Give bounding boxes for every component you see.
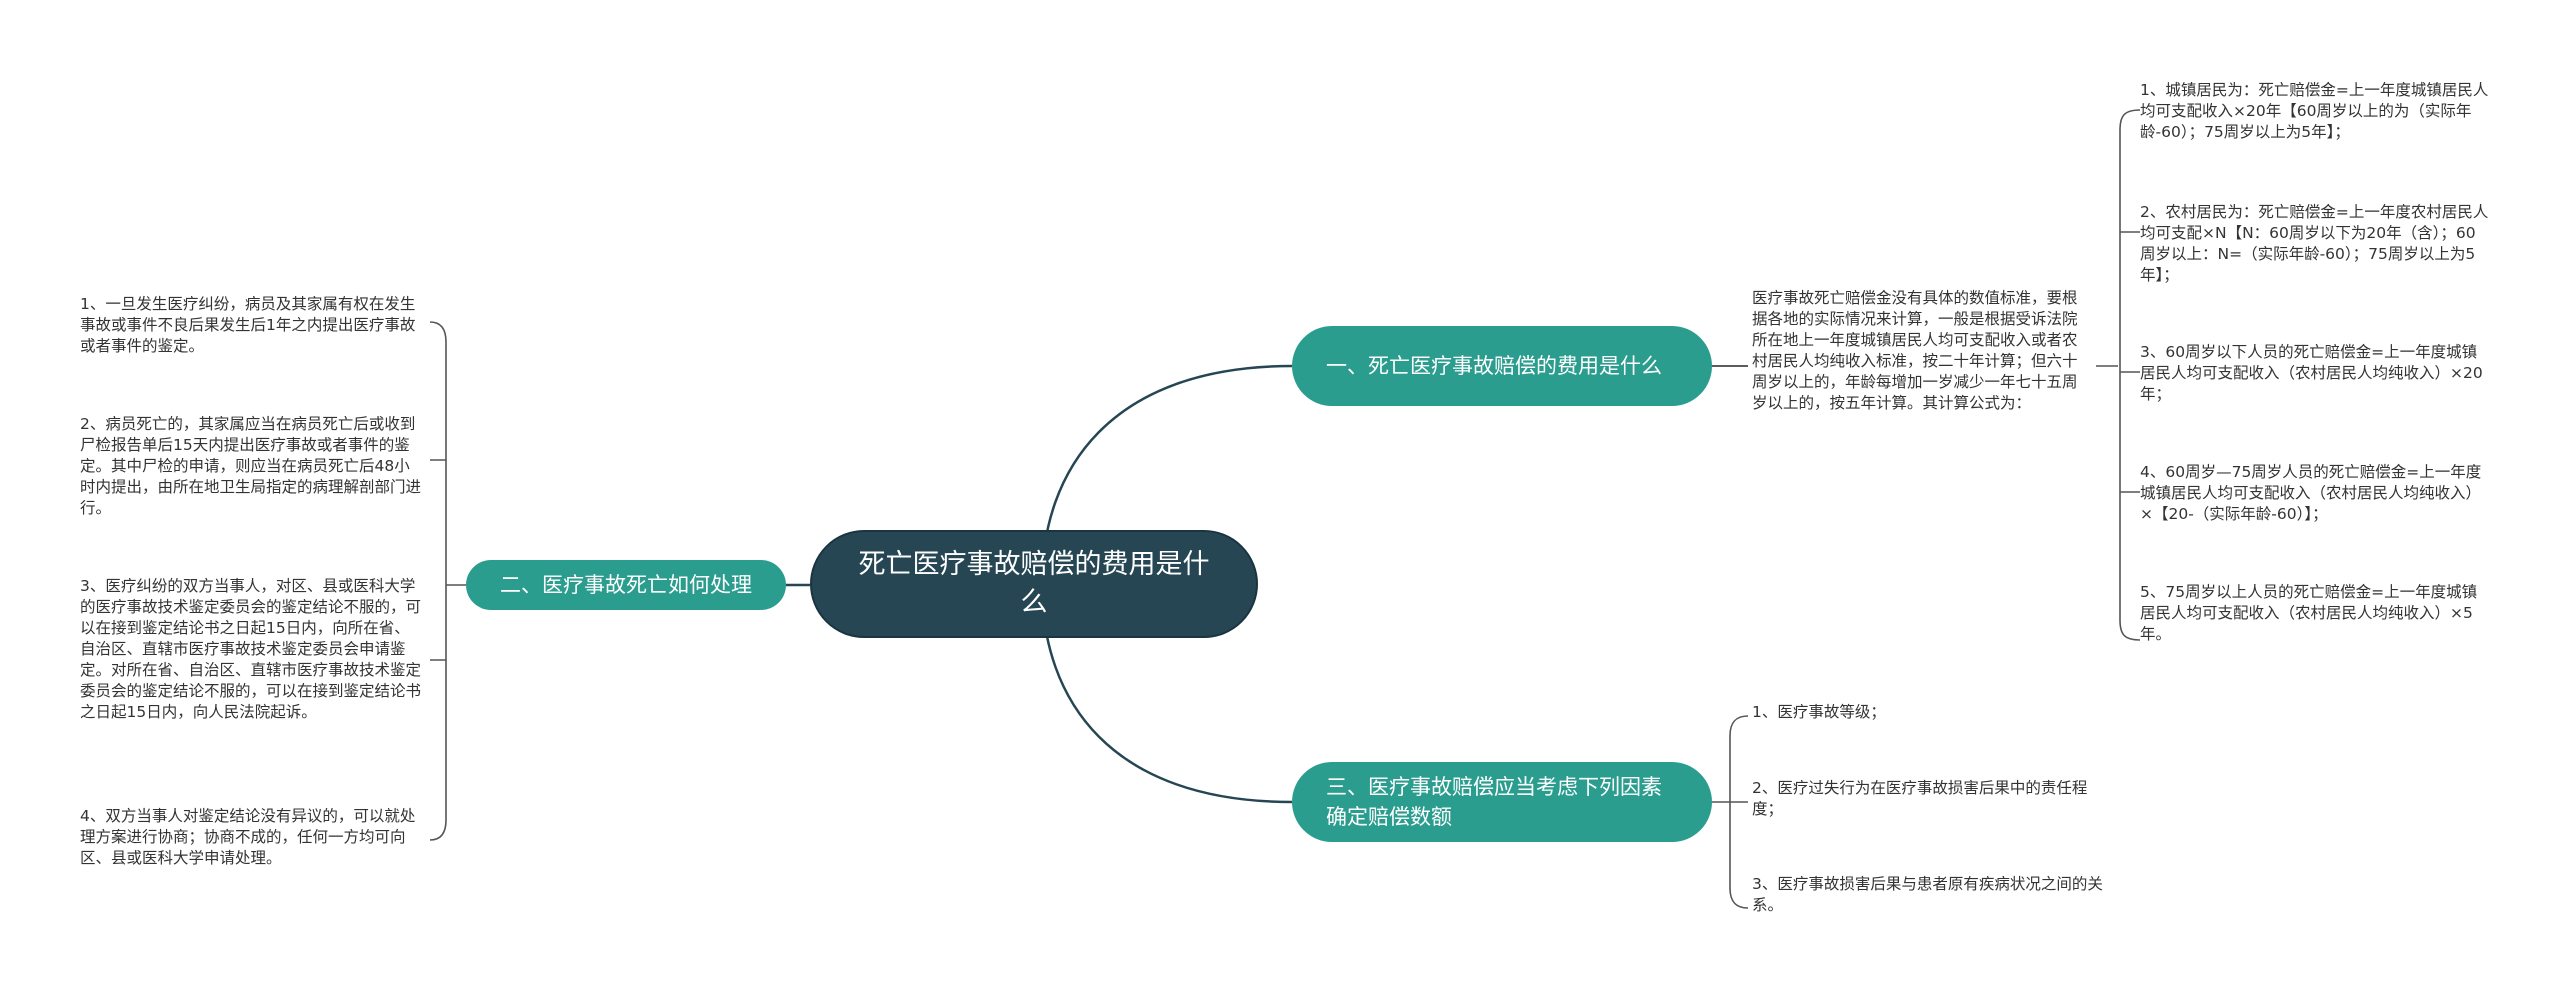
branch1-item[interactable]: 2、农村居民为：死亡赔偿金=上一年度农村居民人均可支配×N【N：60周岁以下为2… — [2140, 203, 2489, 284]
branch-label: 三、医疗事故赔偿应当考虑下列因素确定赔偿数额 — [1326, 775, 1662, 829]
root-topic[interactable]: 死亡医疗事故赔偿的费用是什么 — [810, 530, 1258, 638]
branch1-item[interactable]: 4、60周岁—75周岁人员的死亡赔偿金=上一年度城镇居民人均可支配收入（农村居民… — [2140, 463, 2482, 523]
branch3-item[interactable]: 1、医疗事故等级； — [1752, 703, 1886, 721]
branch1-description[interactable]: 医疗事故死亡赔偿金没有具体的数值标准，要根据各地的实际情况来计算，一般是根据受诉… — [1752, 289, 2078, 412]
branch2-item[interactable]: 2、病员死亡的，其家属应当在病员死亡后或收到尸检报告单后15天内提出医疗事故或者… — [80, 415, 422, 517]
branch-label: 二、医疗事故死亡如何处理 — [500, 573, 752, 597]
bracket-branch3-items — [1712, 715, 1749, 909]
branch-death-compensation-cost[interactable]: 一、死亡医疗事故赔偿的费用是什么 — [1292, 326, 1712, 406]
branch-death-handling[interactable]: 二、医疗事故死亡如何处理 — [466, 560, 786, 610]
branch1-item[interactable]: 1、城镇居民为：死亡赔偿金=上一年度城镇居民人均可支配收入×20年【60周岁以上… — [2140, 81, 2489, 141]
branch-label: 一、死亡医疗事故赔偿的费用是什么 — [1326, 354, 1662, 378]
bracket-branch2-items — [429, 321, 466, 841]
branch2-item[interactable]: 4、双方当事人对鉴定结论没有异议的，可以就处理方案进行协商；协商不成的，任何一方… — [80, 807, 416, 867]
branch2-item[interactable]: 1、一旦发生医疗纠纷，病员及其家属有权在发生事故或事件不良后果发生后1年之内提出… — [80, 295, 416, 355]
bracket-branch1-items — [2096, 109, 2141, 641]
branch3-item[interactable]: 3、医疗事故损害后果与患者原有疾病状况之间的关系。 — [1752, 875, 2103, 914]
branch3-item[interactable]: 2、医疗过失行为在医疗事故损害后果中的责任程度； — [1752, 779, 2088, 818]
branch1-item[interactable]: 3、60周岁以下人员的死亡赔偿金=上一年度城镇居民人均可支配收入（农村居民人均纯… — [2140, 343, 2483, 403]
branch2-item[interactable]: 3、医疗纠纷的双方当事人，对区、县或医科大学的医疗事故技术鉴定委员会的鉴定结论不… — [80, 577, 422, 721]
root-topic-label: 死亡医疗事故赔偿的费用是什么 — [858, 549, 1210, 618]
branch-compensation-factors[interactable]: 三、医疗事故赔偿应当考虑下列因素确定赔偿数额 — [1292, 762, 1712, 842]
branch1-item[interactable]: 5、75周岁以上人员的死亡赔偿金=上一年度城镇居民人均可支配收入（农村居民人均纯… — [2140, 583, 2478, 643]
